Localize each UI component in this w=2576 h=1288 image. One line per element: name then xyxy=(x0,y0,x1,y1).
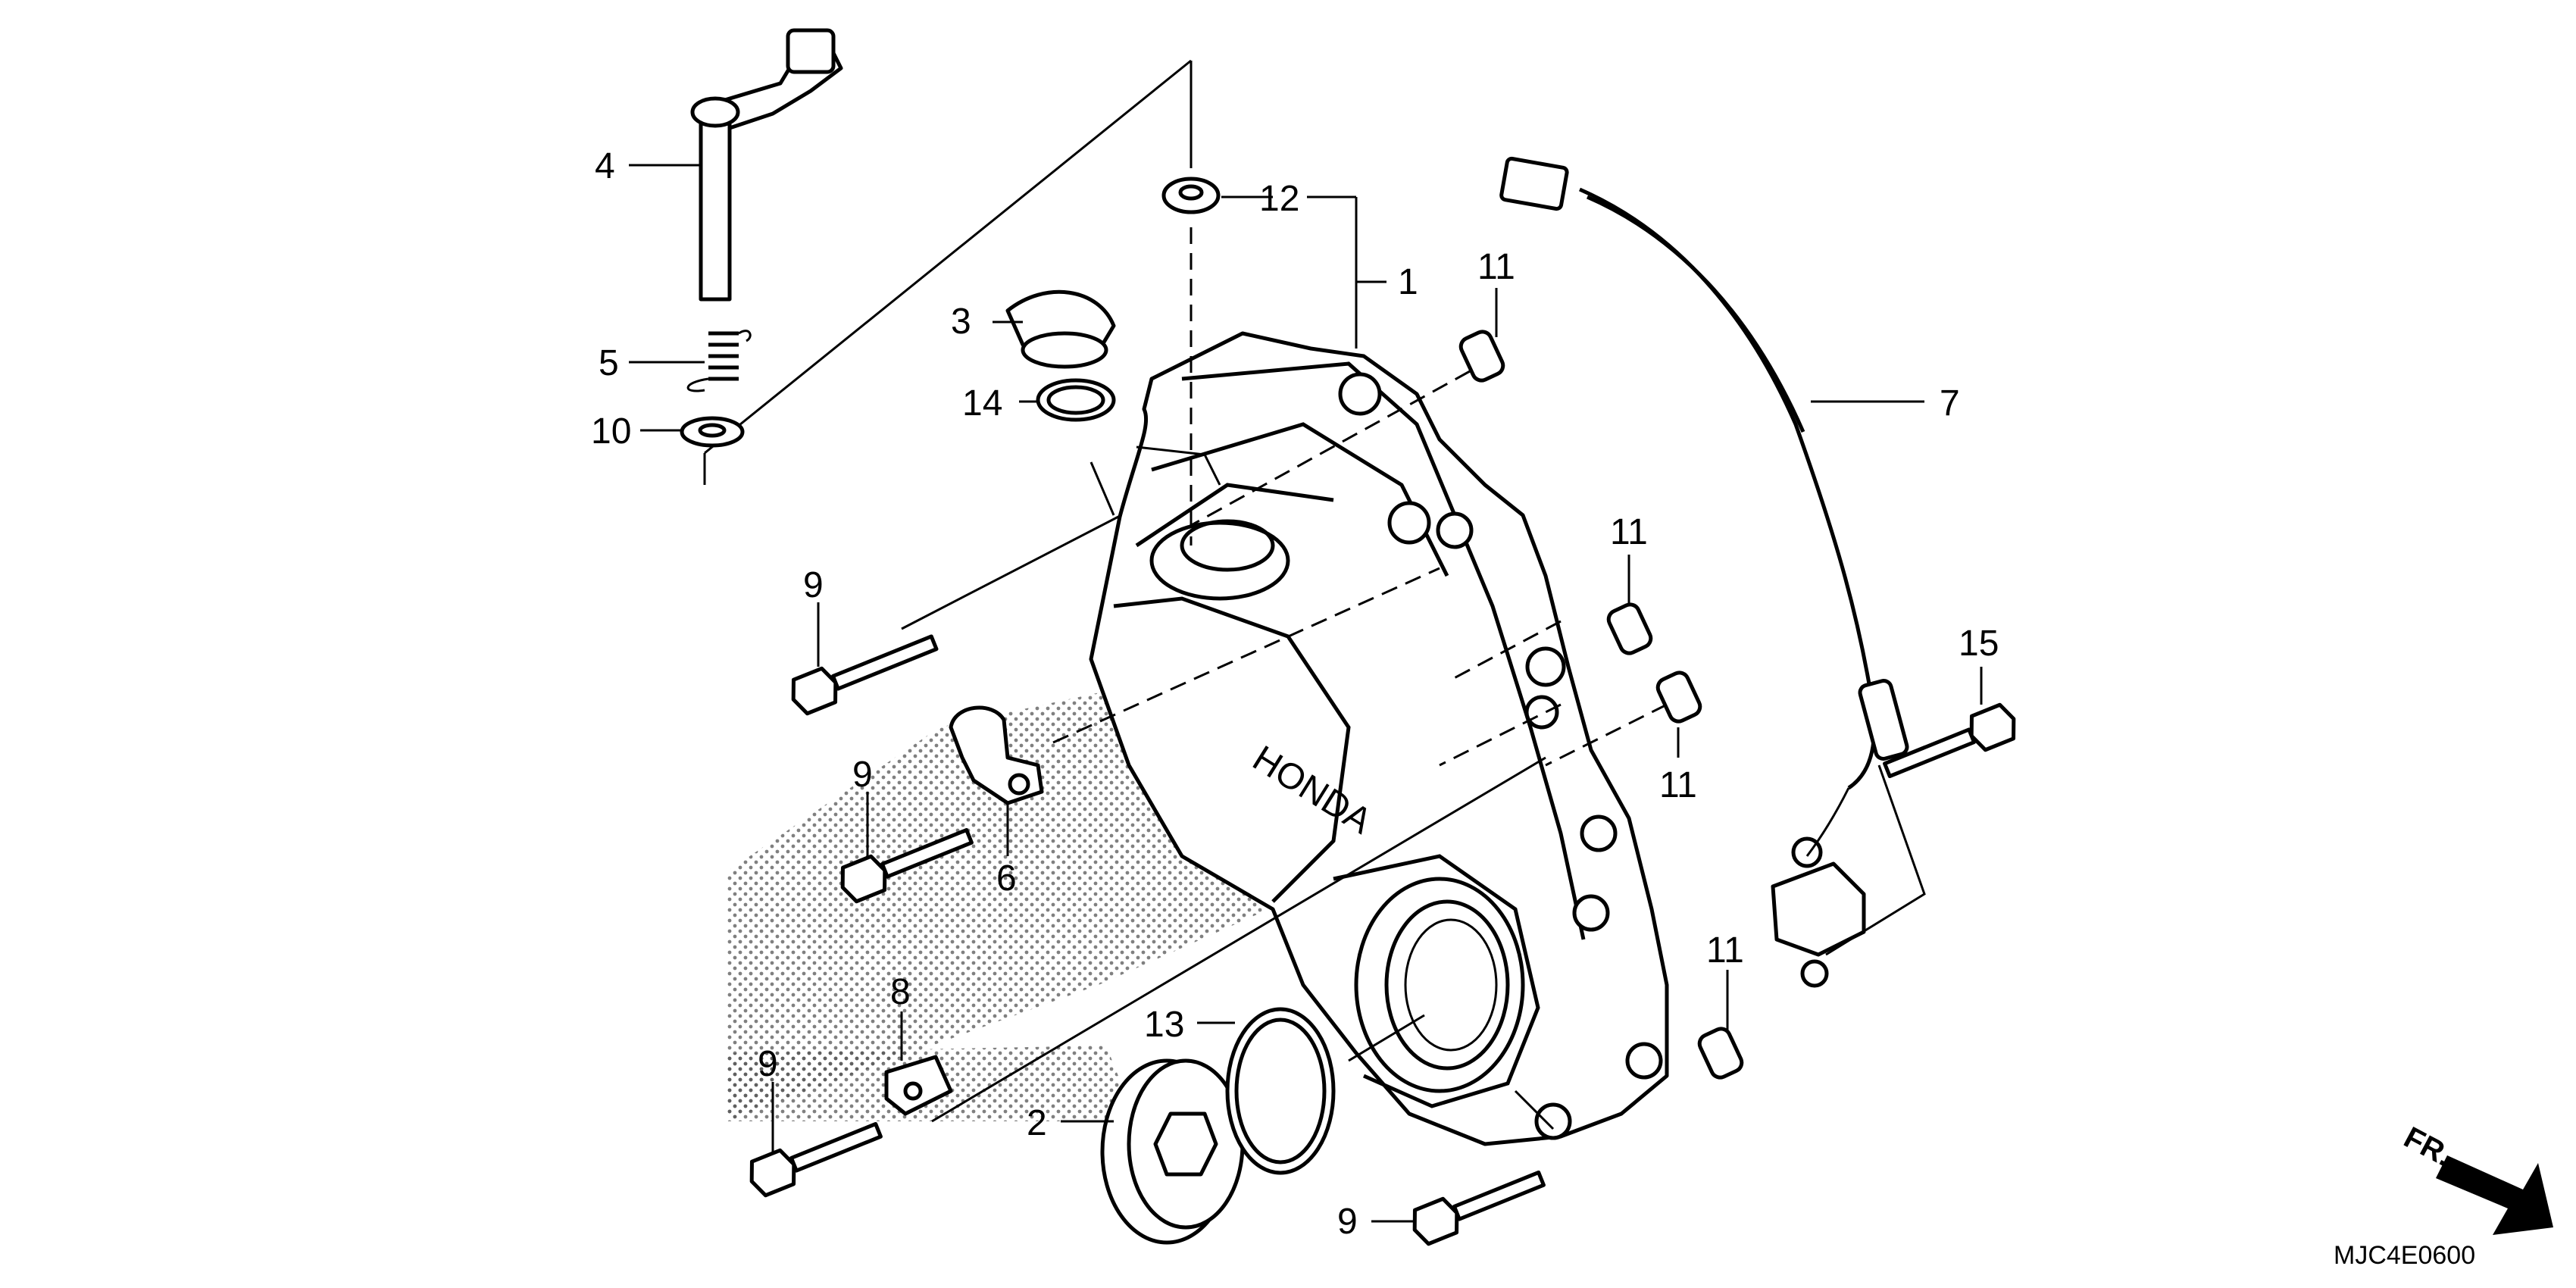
assembly-bracket-lines xyxy=(703,59,1193,485)
part-4-arm xyxy=(690,28,843,302)
diagram-code: MJC4E0600 xyxy=(2334,1241,2475,1270)
dashed-assembly-lines xyxy=(1052,227,1668,767)
callout-10: 10 xyxy=(591,411,631,452)
callout-3: 3 xyxy=(951,302,971,342)
guide-lines xyxy=(901,461,1555,1130)
callout-9-middle: 9 xyxy=(852,755,873,795)
callout-9-upper: 9 xyxy=(803,565,824,605)
leader-lines xyxy=(629,164,1983,1223)
part-9-bolts xyxy=(749,634,2016,1246)
part-2-hex-cap xyxy=(1100,1058,1245,1245)
part-6-clamp xyxy=(949,705,1044,805)
callout-5: 5 xyxy=(599,343,619,383)
callout-14: 14 xyxy=(962,383,1002,424)
callout-11-lower: 11 xyxy=(1659,765,1697,805)
callout-2: 2 xyxy=(1027,1103,1047,1143)
callout-12: 12 xyxy=(1259,179,1299,219)
part-11-dowels xyxy=(1458,330,1744,1080)
callout-9-lower: 9 xyxy=(758,1044,778,1084)
callout-7: 7 xyxy=(1940,383,1960,424)
part-5-spring xyxy=(686,330,752,392)
part-13-oring xyxy=(1225,1007,1336,1175)
callout-11-bottom: 11 xyxy=(1706,930,1744,971)
part-7-sensor xyxy=(1499,156,1926,988)
part-10-washer xyxy=(680,416,745,448)
callout-11-top: 11 xyxy=(1477,247,1515,287)
callout-13: 13 xyxy=(1144,1005,1184,1045)
callout-15: 15 xyxy=(1959,624,1999,664)
part-8-clamp xyxy=(884,1055,953,1116)
part-14-oring xyxy=(1036,378,1116,422)
part-12-seal xyxy=(1161,177,1221,214)
callout-numbers: 4 5 10 3 14 12 1 11 11 11 11 7 15 9 9 9 … xyxy=(591,146,1999,1242)
callout-4: 4 xyxy=(595,146,615,186)
part-3-cap xyxy=(1005,289,1116,369)
front-direction-indicator: FR. xyxy=(2399,1121,2553,1235)
right-crankcase-cover: HONDA xyxy=(1089,331,1669,1146)
callout-6: 6 xyxy=(996,858,1017,899)
callout-9-bottom: 9 xyxy=(1337,1202,1358,1242)
callout-1: 1 xyxy=(1398,262,1418,302)
callout-8: 8 xyxy=(890,972,911,1012)
callout-11-mid: 11 xyxy=(1610,512,1648,552)
